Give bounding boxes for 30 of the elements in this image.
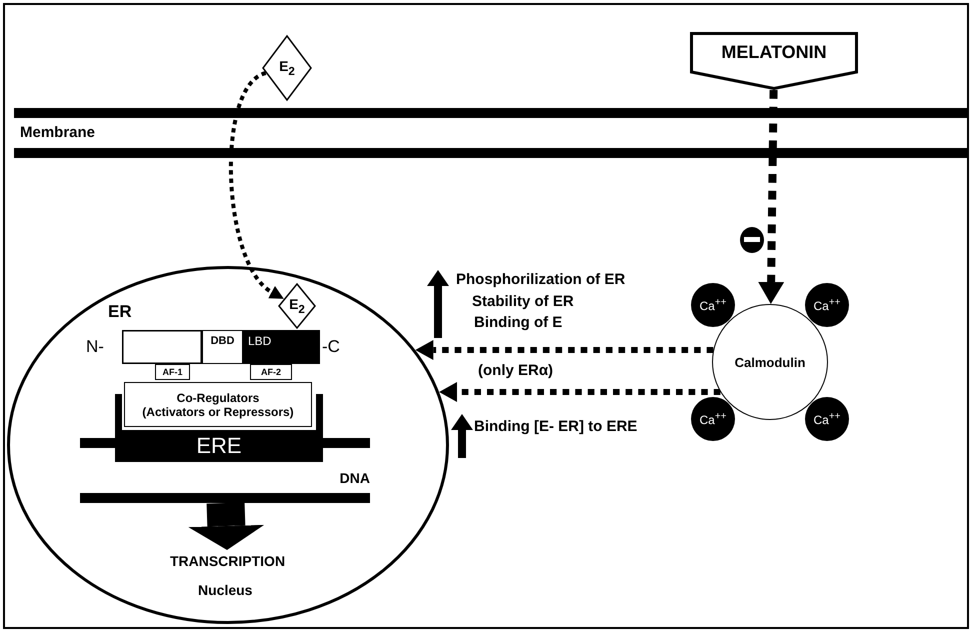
hormone-tag: MELATONIN [690,32,858,90]
domain-box: AF-2 [250,364,292,380]
domain-box: DBD [202,330,243,364]
annotation-text: -C [322,337,340,357]
annotation-text: Stability of ER [472,293,574,310]
calcium-ion-circle: Ca$^{++}$ [805,397,849,441]
calcium-ion-circle: Ca$^{++}$ [805,283,849,327]
annotation-text: N- [86,337,104,357]
nucleus-outline [7,266,449,624]
process-label: TRANSCRIPTION [130,550,325,572]
domain-box: AF-1 [155,364,190,380]
coregulator-box: Co-Regulators (Activators or Repressors) [124,382,312,427]
arrow [188,502,264,550]
annotation-text: Phosphorilization of ER [456,271,626,288]
edge-label: Binding [E- ER] to ERE [474,418,638,435]
dna-label: DNA [340,470,370,486]
dotted-arrow [439,382,720,402]
annotation-text: Binding of E [474,314,562,331]
ligand-diamond: E$_{2}$ [278,283,316,329]
receptor-box: ER [108,298,202,364]
ligand-diamond: E$_{2}$ [262,35,312,101]
dotted-arrow [758,90,784,304]
annotation-text: Membrane [20,124,96,141]
dotted-arrow [415,340,714,360]
domain-box: LBD [243,330,320,364]
nucleus-label: Nucleus [198,582,252,598]
calcium-ion-circle: Ca$^{++}$ [691,283,735,327]
calcium-ion-circle: Ca$^{++}$ [691,397,735,441]
dotted-arrow [229,71,282,302]
annotation-text: (only ERα) [478,362,554,379]
